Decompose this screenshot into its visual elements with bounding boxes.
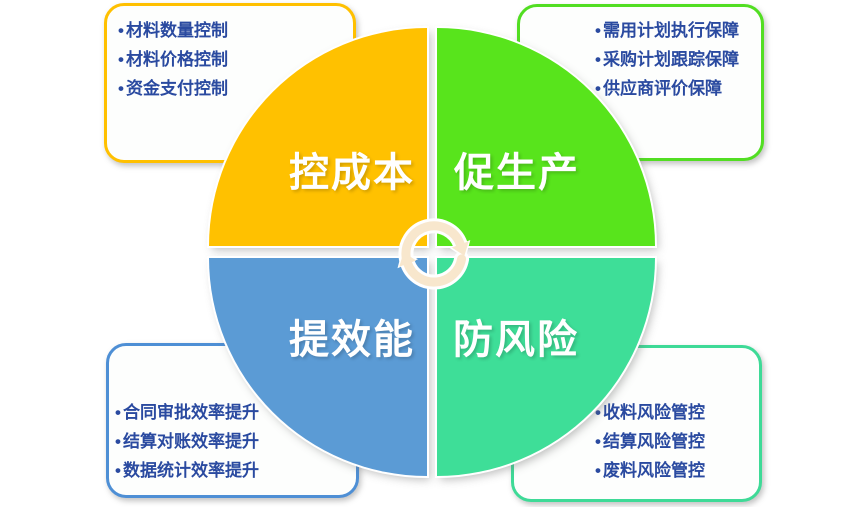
bullet-list-risk: •收料风险管控 •结算风险管控 •废料风险管控 [595,398,705,485]
list-item-text: 供应商评价保障 [602,79,722,98]
list-item: •废料风险管控 [595,456,705,485]
list-item: •需用计划执行保障 [595,16,739,45]
list-item-text: 材料数量控制 [125,21,228,40]
list-item-text: 需用计划执行保障 [602,21,739,40]
quadrant-label-efficiency: 提效能 [289,318,415,362]
cycle-arc-top [401,221,465,264]
bullet-dot: • [595,403,601,422]
quadrant-label-cost: 控成本 [289,151,415,195]
bullet-list-cost: •材料数量控制 •材料价格控制 •资金支付控制 [118,16,228,103]
quadrant-label-production: 促生产 [454,151,580,195]
list-item-text: 数据统计效率提升 [122,461,259,480]
list-item: •资金支付控制 [118,74,228,103]
bullet-dot: • [595,432,601,451]
bullet-dot: • [595,21,601,40]
list-item: •材料价格控制 [118,45,228,74]
bullet-dot: • [118,79,124,98]
cycle-arrows-icon [397,218,471,290]
cycle-arrowhead-bottom [399,252,417,267]
list-item-text: 资金支付控制 [125,79,228,98]
bullet-dot: • [595,50,601,69]
list-item: •数据统计效率提升 [115,456,259,485]
bullet-list-production: •需用计划执行保障 •采购计划跟踪保障 •供应商评价保障 [595,16,739,103]
list-item: •收料风险管控 [595,398,705,427]
list-item-text: 采购计划跟踪保障 [602,50,739,69]
cycle-arrowhead-top [451,241,469,256]
list-item: •采购计划跟踪保障 [595,45,739,74]
bullet-dot: • [595,79,601,98]
list-item-text: 材料价格控制 [125,50,228,69]
bullet-list-efficiency: •合同审批效率提升 •结算对账效率提升 •数据统计效率提升 [115,398,259,485]
list-item-text: 收料风险管控 [602,403,705,422]
bullet-dot: • [118,50,124,69]
bullet-dot: • [118,21,124,40]
list-item-text: 合同审批效率提升 [122,403,259,422]
bullet-dot: • [115,403,121,422]
list-item: •材料数量控制 [118,16,228,45]
bullet-dot: • [115,461,121,480]
bullet-dot: • [115,432,121,451]
list-item: •供应商评价保障 [595,74,739,103]
list-item: •结算风险管控 [595,427,705,456]
cycle-arc-bottom [403,254,467,287]
quadrant-label-risk: 防风险 [453,318,579,362]
bullet-dot: • [595,461,601,480]
list-item-text: 结算对账效率提升 [122,432,259,451]
list-item-text: 废料风险管控 [602,461,705,480]
list-item-text: 结算风险管控 [602,432,705,451]
list-item: •结算对账效率提升 [115,427,259,456]
list-item: •合同审批效率提升 [115,398,259,427]
